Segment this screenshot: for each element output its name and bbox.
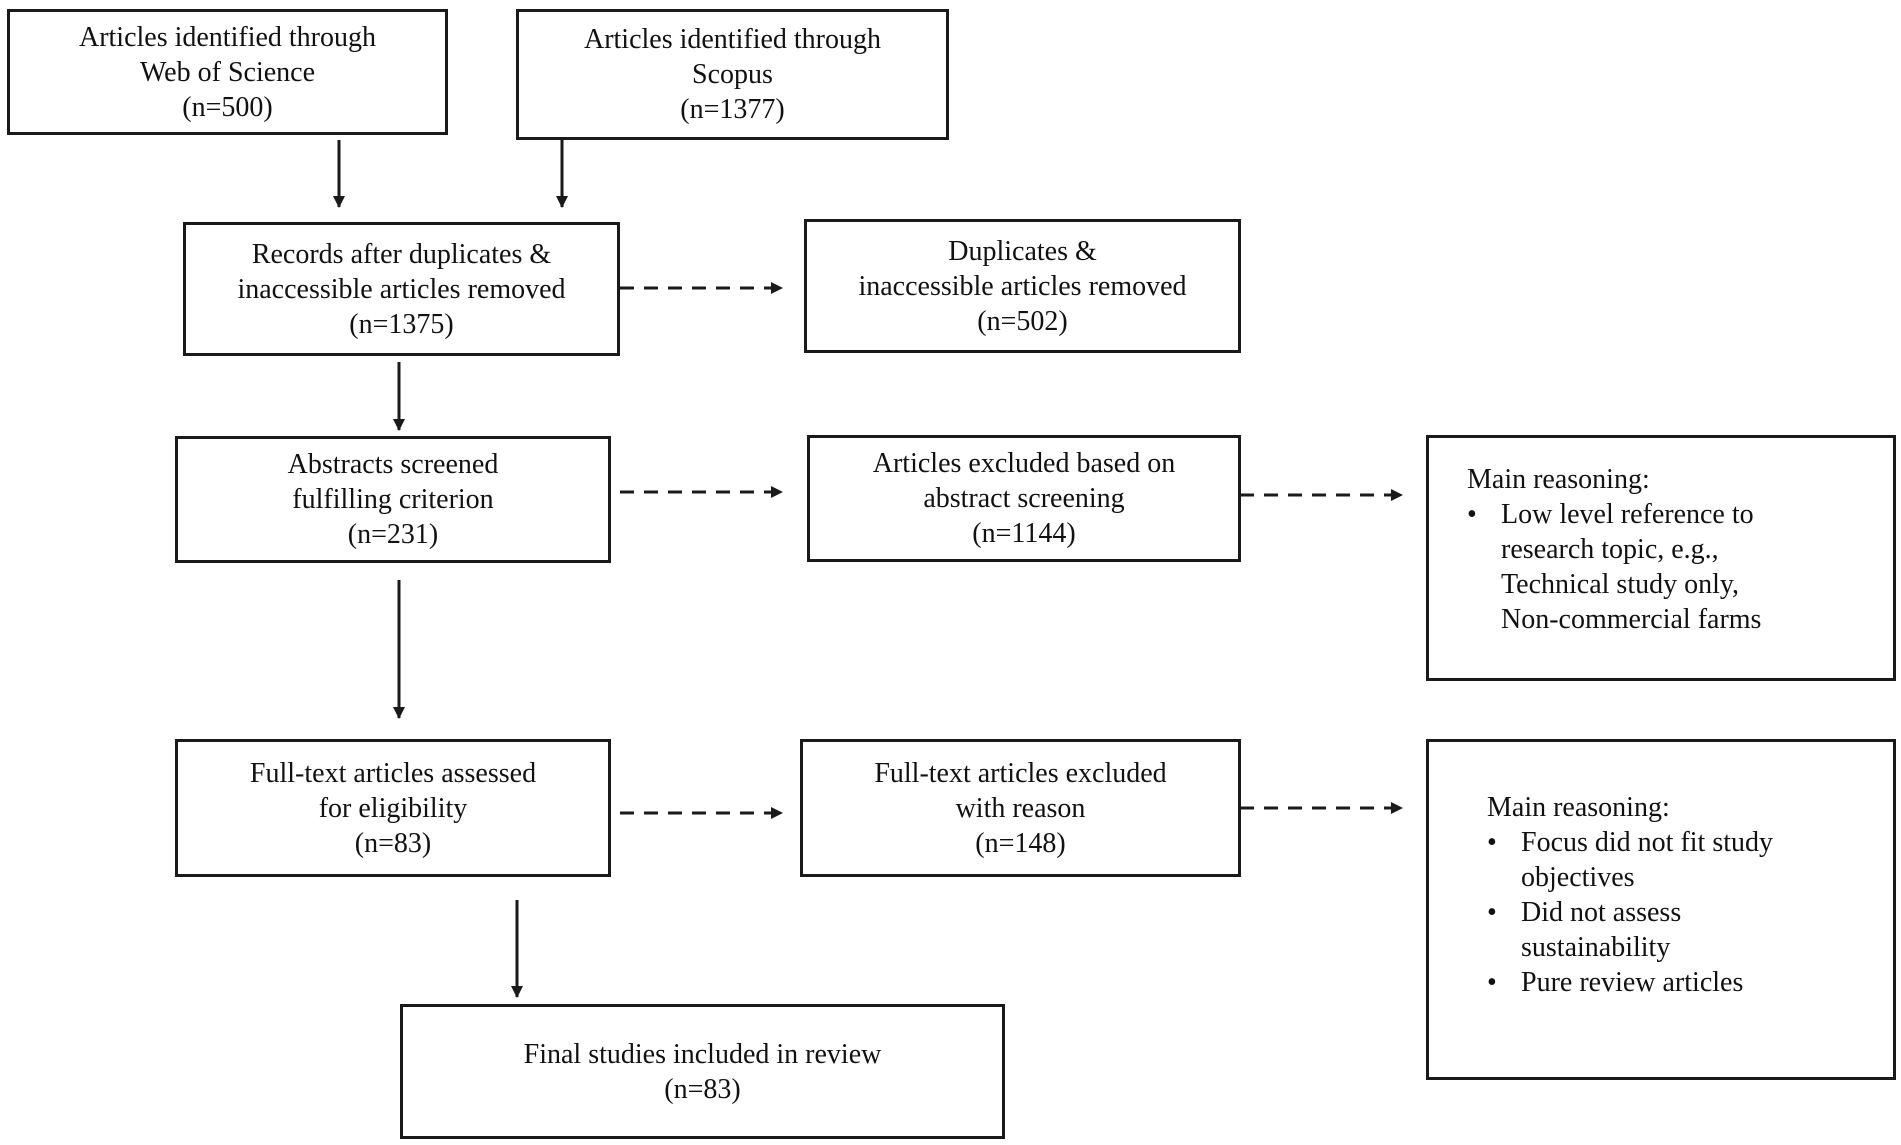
bullet-icon: • — [1467, 499, 1477, 530]
box-articles-excluded-abstract: Articles excluded based on abstract scre… — [807, 435, 1241, 562]
reasoning2-bullet-2-line-2: sustainability — [1521, 932, 1671, 963]
reasoning1-heading: Main reasoning: — [1467, 464, 1650, 495]
excluded-abstract-count: (n=1144) — [972, 518, 1076, 549]
abstracts-line-1: Abstracts screened — [287, 449, 499, 480]
final-count: (n=83) — [664, 1073, 741, 1105]
reasoning1-bullet-1-line-1: Low level reference to — [1501, 499, 1754, 530]
reasoning2-bullet-1: • Focus did not fit study objectives — [1487, 825, 1893, 895]
reasoning2-bullet-1-line-1: Focus did not fit study — [1521, 827, 1774, 858]
abstracts-line-2: fulfilling criterion — [292, 484, 494, 515]
reasoning1-bullet-1: • Low level reference to research topic,… — [1467, 497, 1893, 637]
scopus-line-2: Scopus — [692, 59, 773, 90]
wos-count: (n=500) — [182, 91, 273, 123]
reasoning1-list: • Low level reference to research topic,… — [1467, 497, 1893, 637]
excluded-fulltext-count: (n=148) — [975, 827, 1066, 859]
excluded-abstract-line-1: Articles excluded based on — [872, 448, 1176, 479]
reasoning1-bullet-1-line-3: Technical study only, — [1501, 569, 1740, 600]
wos-line-2: Web of Science — [140, 56, 315, 88]
reasoning2-list: • Focus did not fit study objectives • D… — [1487, 825, 1893, 1000]
fulltext-count: (n=83) — [354, 827, 432, 859]
scopus-count: (n=1377) — [680, 94, 785, 125]
bullet-icon: • — [1487, 827, 1497, 858]
excluded-fulltext-line-2: with reason — [955, 792, 1086, 824]
duplicates-line-1: Duplicates & — [948, 235, 1097, 267]
box-main-reasoning-fulltext: Main reasoning: • Focus did not fit stud… — [1426, 739, 1896, 1080]
abstracts-count: (n=231) — [347, 519, 439, 550]
records-line-2: inaccessible articles removed — [237, 273, 566, 305]
reasoning2-bullet-1-line-2: objectives — [1521, 862, 1635, 893]
wos-line-1: Articles identified through — [78, 21, 377, 53]
excluded-fulltext-line-1: Full-text articles excluded — [874, 757, 1167, 789]
box-fulltext-excluded: Full-text articles excluded with reason … — [800, 739, 1241, 877]
reasoning2-bullet-2-line-1: Did not assess — [1521, 897, 1682, 928]
reasoning1-bullet-1-line-2: research topic, e.g., — [1501, 534, 1719, 565]
reasoning2-heading: Main reasoning: — [1487, 792, 1670, 823]
records-count: (n=1375) — [349, 308, 454, 340]
duplicates-line-2: inaccessible articles removed — [858, 270, 1187, 302]
box-duplicates-removed: Duplicates & inaccessible articles remov… — [804, 219, 1241, 353]
box-scopus: Articles identified through Scopus (n=13… — [516, 9, 949, 140]
fulltext-line-2: for eligibility — [318, 792, 468, 824]
fulltext-line-1: Full-text articles assessed — [249, 757, 537, 789]
reasoning2-bullet-3-line-1: Pure review articles — [1521, 967, 1744, 998]
reasoning1-bullet-1-line-4: Non-commercial farms — [1501, 604, 1762, 635]
records-line-1: Records after duplicates & — [251, 238, 552, 270]
scopus-line-1: Articles identified through — [583, 24, 882, 55]
box-records-after-duplicates: Records after duplicates & inaccessible … — [183, 222, 620, 356]
box-main-reasoning-abstract: Main reasoning: • Low level reference to… — [1426, 435, 1896, 681]
duplicates-count: (n=502) — [977, 305, 1068, 337]
box-abstracts-screened: Abstracts screened fulfilling criterion … — [175, 436, 611, 563]
box-web-of-science: Articles identified through Web of Scien… — [7, 9, 448, 135]
bullet-icon: • — [1487, 897, 1497, 928]
excluded-abstract-line-2: abstract screening — [923, 483, 1125, 514]
bullet-icon: • — [1487, 967, 1497, 998]
reasoning2-bullet-3: • Pure review articles — [1487, 965, 1893, 1000]
reasoning2-bullet-2: • Did not assess sustainability — [1487, 895, 1893, 965]
box-fulltext-assessed: Full-text articles assessed for eligibil… — [175, 739, 611, 877]
final-line-1: Final studies included in review — [523, 1038, 882, 1070]
box-final-studies: Final studies included in review (n=83) — [400, 1004, 1005, 1139]
